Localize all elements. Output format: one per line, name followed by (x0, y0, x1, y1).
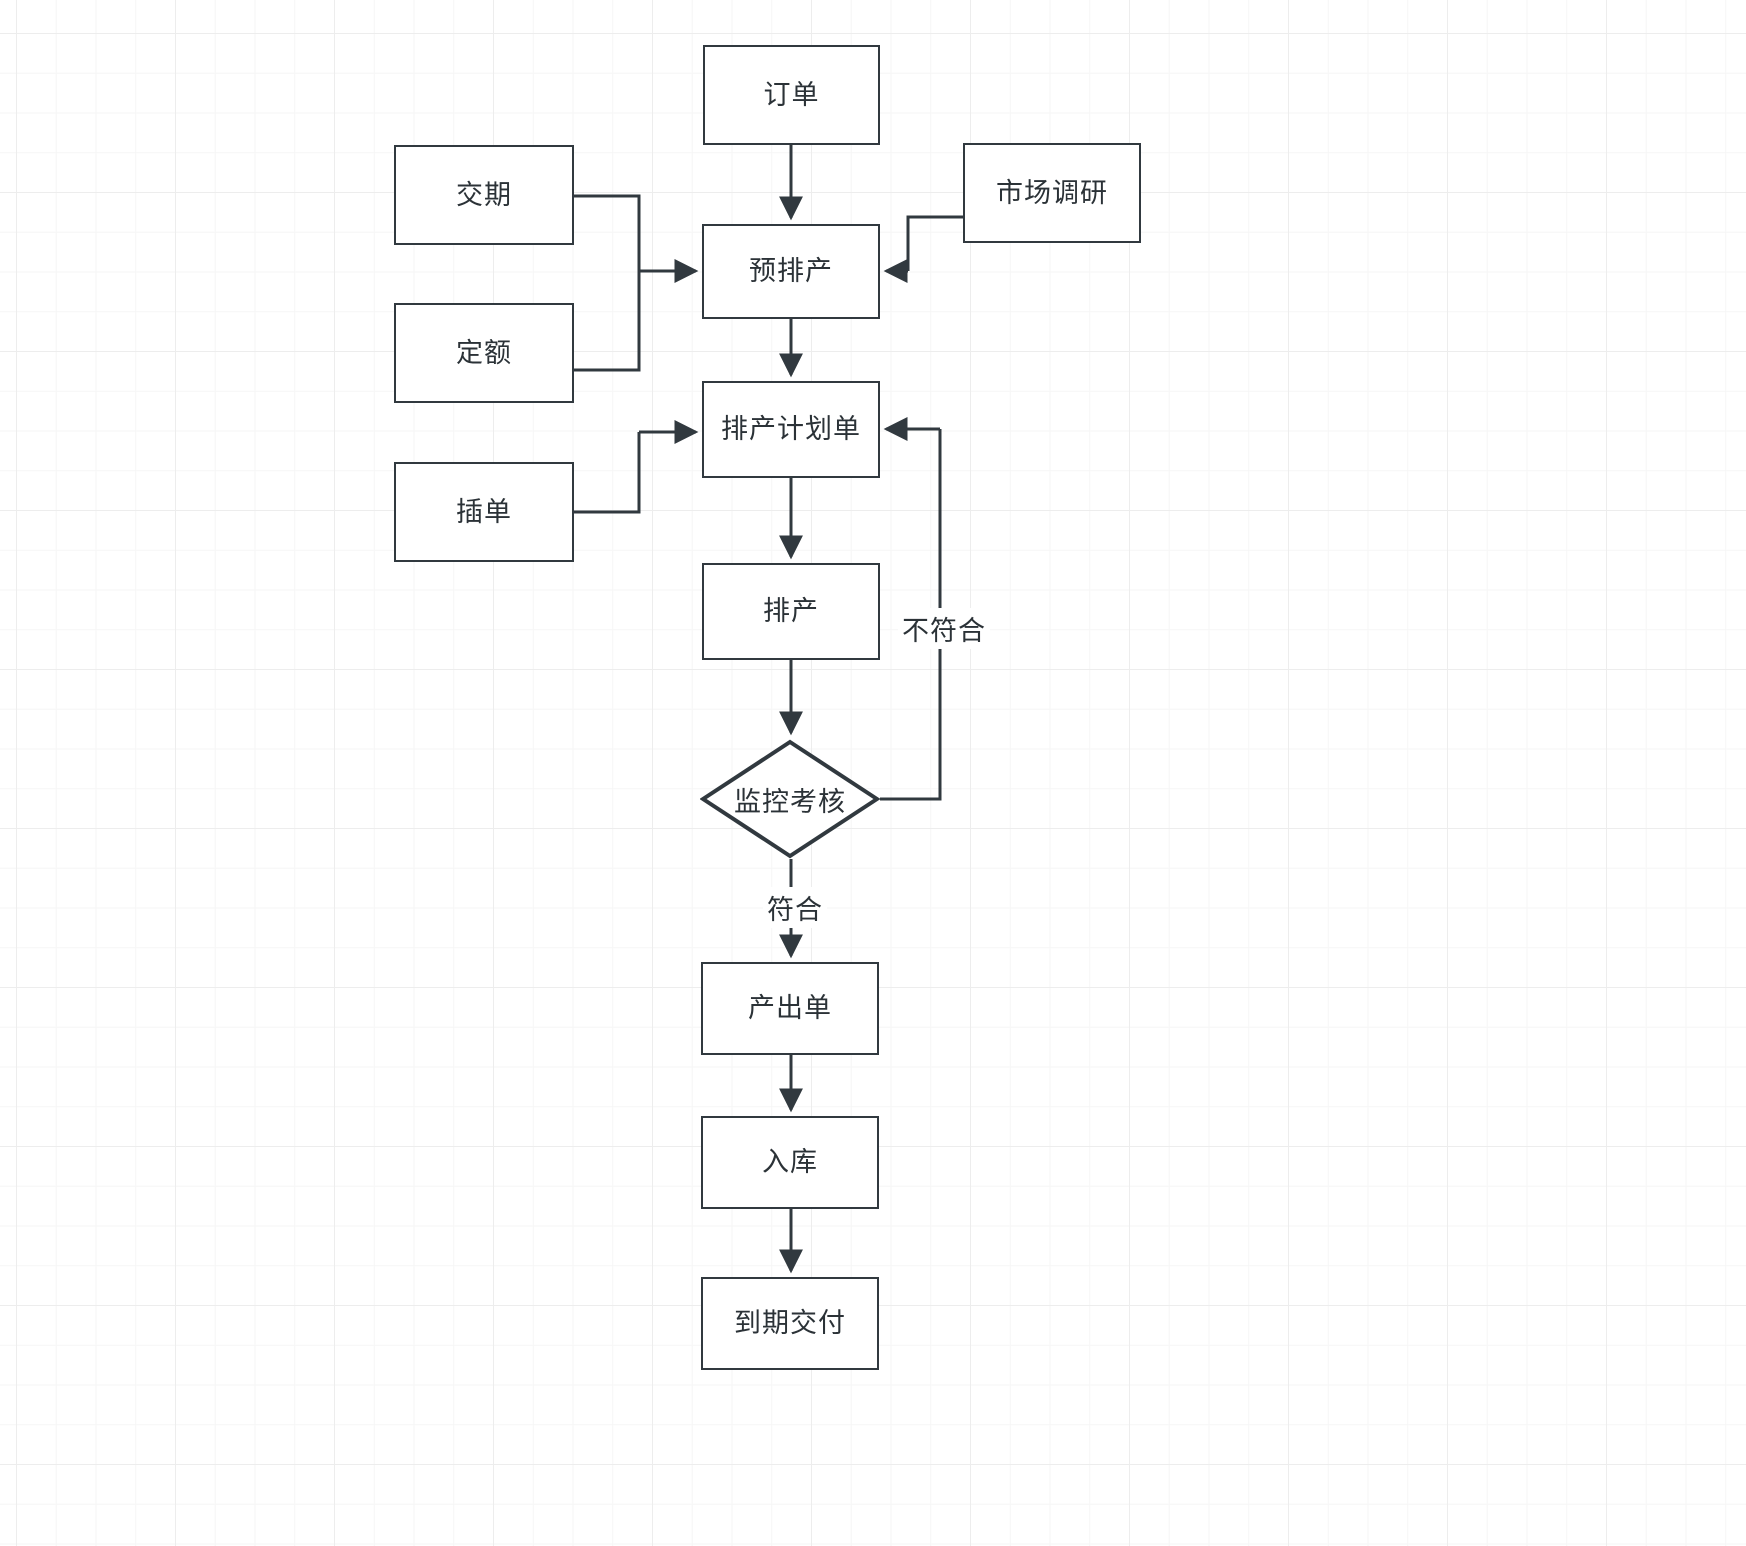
node-market-research-label: 市场调研 (996, 177, 1108, 208)
edge-label-not-compliant: 不符合 (898, 608, 990, 649)
diamond-shape (700, 739, 880, 859)
node-delivery[interactable]: 到期交付 (701, 1277, 879, 1370)
node-order[interactable]: 订单 (703, 45, 880, 145)
elbow-insertorder (574, 432, 641, 514)
elbow-leadtime (574, 194, 641, 271)
node-pre-scheduling-label: 预排产 (749, 256, 833, 286)
node-warehouse[interactable]: 入库 (701, 1116, 879, 1209)
node-plan-order[interactable]: 排产计划单 (702, 381, 880, 478)
node-scheduling[interactable]: 排产 (702, 563, 880, 660)
node-warehouse-label: 入库 (762, 1147, 818, 1177)
node-insert-order[interactable]: 插单 (394, 462, 574, 562)
node-quota[interactable]: 定额 (394, 303, 574, 403)
elbow-quota (574, 271, 641, 372)
node-scheduling-label: 排产 (763, 596, 819, 626)
node-market-research[interactable]: 市场调研 (963, 143, 1141, 243)
node-lead-time[interactable]: 交期 (394, 145, 574, 245)
node-delivery-label: 到期交付 (734, 1308, 846, 1338)
node-review-decision-label: 监控考核 (734, 786, 846, 817)
node-order-label: 订单 (763, 79, 820, 110)
node-pre-scheduling[interactable]: 预排产 (702, 224, 880, 319)
node-quota-label: 定额 (456, 337, 512, 368)
node-plan-order-label: 排产计划单 (721, 414, 861, 444)
node-output-order[interactable]: 产出单 (701, 962, 879, 1055)
elbow-market (906, 215, 963, 271)
node-lead-time-label: 交期 (456, 179, 512, 210)
node-insert-order-label: 插单 (456, 496, 512, 527)
node-review-decision[interactable]: 监控考核 (700, 739, 880, 859)
edge-label-compliant: 符合 (763, 887, 827, 928)
node-output-order-label: 产出单 (748, 993, 832, 1023)
